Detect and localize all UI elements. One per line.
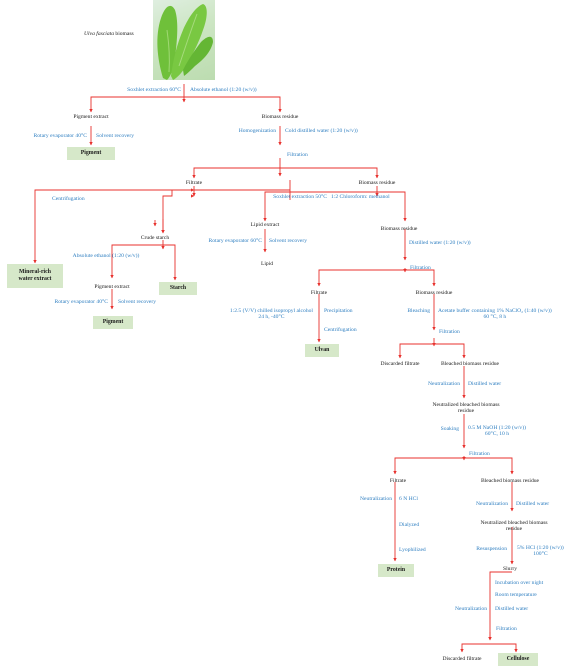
condition-hcl-6n: 6 N HCl	[399, 496, 418, 502]
product-pigment-2: Pigment	[93, 316, 133, 329]
product-ulvan: Ulvan	[305, 344, 339, 357]
node-biomass-residue-4: Biomass residue	[415, 290, 453, 296]
condition-filtration-2: Filtration	[410, 265, 431, 271]
node-lipid-extract: Lipid extract	[250, 222, 280, 228]
condition-distilled-water-1: Distilled water (1:20 (w/v))	[409, 240, 471, 246]
condition-rotary-40-2: Rotary evaporator 40°C	[54, 299, 109, 305]
condition-solvent-recovery-2: Solvent recovery	[269, 238, 308, 244]
condition-neutralization-2: Neutralization	[360, 496, 392, 502]
algae-illustration	[157, 4, 213, 80]
condition-filtration-5: Filtration	[496, 626, 517, 632]
condition-rotary-60: Rotary evaporator 60°C	[208, 238, 263, 244]
condition-ethanol-2: Absolute ethanol (1:20 (w/v))	[72, 253, 140, 259]
condition-filtration-3: Filtration	[439, 329, 460, 335]
node-crude-starch: Crude starch	[140, 235, 170, 241]
node-biomass-residue-3: Biomass residue	[380, 226, 418, 232]
condition-bleaching: Bleaching	[407, 308, 430, 314]
condition-distilled-water-2: Distilled water	[468, 381, 502, 387]
node-bleached-residue-2: Bleached biomass residue	[480, 478, 540, 484]
condition-homogenization: Homogenization	[238, 128, 276, 134]
node-pigment-extract-1: Pigment extract	[73, 114, 109, 120]
condition-lyophilized: Lyophilized	[399, 547, 426, 553]
node-filtrate-1: Filtrate	[185, 180, 203, 186]
node-discarded-filtrate-1: Discarded filtrate	[380, 361, 420, 367]
condition-filtration-1: Filtration	[287, 152, 308, 158]
condition-cold-water: Cold distilled water (1:20 (w/v))	[285, 128, 358, 134]
product-pigment-1: Pigment	[67, 147, 115, 160]
condition-neutralization-3: Neutralization	[476, 501, 508, 507]
condition-naoh: 0.5 M NaOH (1:20 (w/v))60°C, 10 h	[468, 425, 526, 438]
condition-solvent-recovery-1: Solvent recovery	[96, 133, 135, 139]
condition-distilled-water-4: Distilled water	[495, 606, 529, 612]
condition-soaking: Soaking	[440, 426, 459, 432]
condition-rotary-40-1: Rotary evaporator 40°C	[33, 133, 88, 139]
condition-resuspension: Resuspension	[476, 546, 507, 552]
condition-hcl-5: 5% HCl (1:20 (w/v))100°C	[517, 545, 564, 558]
node-discarded-filtrate-2: Discarded filtrate	[442, 656, 482, 662]
condition-dialyzed: Dialyzed	[399, 522, 420, 528]
product-protein: Protein	[378, 564, 414, 577]
product-cellulose: Cellulose	[498, 653, 538, 666]
condition-precipitation: Precipitation	[324, 308, 353, 314]
condition-incubation: Incubation over night	[495, 580, 544, 586]
node-filtrate-2: Filtrate	[310, 290, 328, 296]
condition-acetate: Acetate buffer containing 1% NaClO₂ (1:4…	[438, 308, 552, 321]
condition-filtration-4: Filtration	[469, 451, 490, 457]
condition-soxhlet-60: Soxhlet extraction 60°C	[127, 87, 181, 93]
condition-neutralization-4: Neutralization	[455, 606, 487, 612]
condition-soxhlet-50: Soxhlet extraction 50°C	[273, 194, 327, 200]
node-pigment-extract-2: Pigment extract	[94, 284, 130, 290]
condition-centrifugation-2: Centrifugation	[324, 327, 357, 333]
product-starch: Starch	[159, 282, 197, 295]
condition-distilled-water-3: Distilled water	[516, 501, 550, 507]
product-lipid: Lipid	[260, 261, 274, 267]
condition-neutralization-1: Neutralization	[428, 381, 460, 387]
condition-centrifugation-1: Centrifugation	[52, 196, 85, 202]
node-biomass-residue-2: Biomass residue	[358, 180, 396, 186]
condition-ethanol-1: Absolute ethanol (1:20 (w/v))	[190, 87, 257, 93]
node-slurry: Slurry	[503, 566, 517, 572]
node-biomass-residue-1: Biomass residue	[261, 114, 299, 120]
ulva-biomass-label: Ulva fasciata biomass	[84, 31, 134, 37]
condition-chloroform: 1:2 Chloroform: methanol	[331, 194, 390, 200]
node-bleached-residue-1: Bleached biomass residue	[440, 361, 500, 367]
node-filtrate-3: Filtrate	[389, 478, 407, 484]
ulva-biomass-photo	[153, 0, 215, 80]
condition-room-temperature: Room temperature	[495, 592, 537, 598]
condition-solvent-recovery-3: Solvent recovery	[118, 299, 157, 305]
